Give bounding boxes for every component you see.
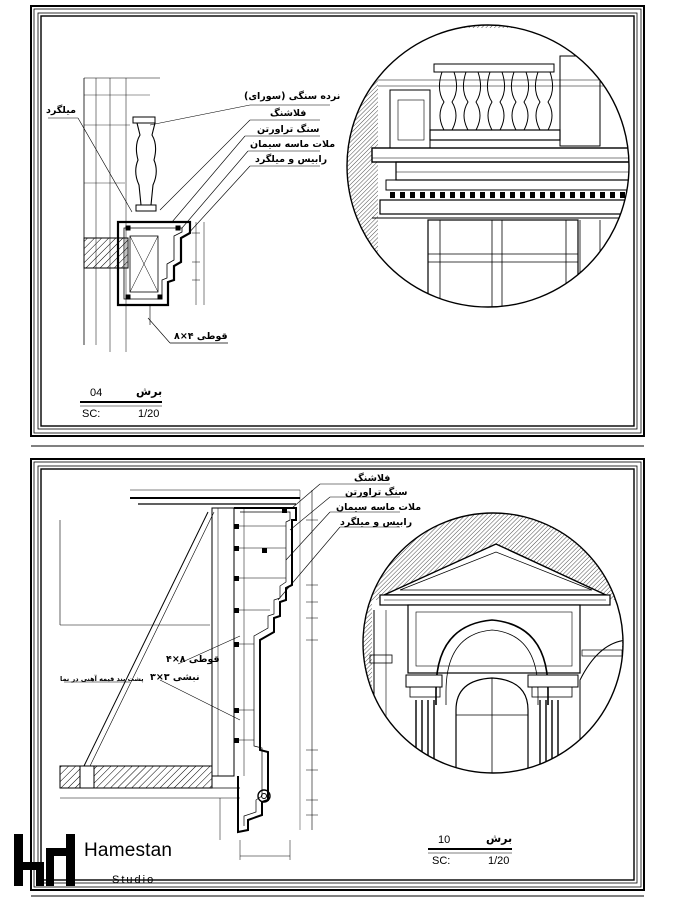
label-falashing-2: فلاشنگ: [354, 473, 391, 484]
sheet1-section: [48, 77, 330, 352]
label-falashing-1: فلاشنگ: [270, 108, 307, 119]
sheet1-circle-view: [346, 24, 630, 308]
logo-name: Hamestan: [84, 840, 173, 861]
label-cement-mortar-2: ملات ماسه سیمان: [336, 502, 422, 513]
label-brace-note: پشت بند قیمه آهنی در نما: [60, 675, 144, 683]
label-cement-mortar-1: ملات ماسه سیمان: [250, 139, 336, 150]
sheet2-section: [59, 483, 400, 860]
sheet2-circle-view: [362, 512, 624, 774]
sheet1-scale-label: SC:: [82, 408, 101, 420]
sheet1-frame: [30, 5, 645, 437]
label-travertine-2: سنگ تراورتن: [345, 487, 408, 498]
sheet2-scale-label: SC:: [432, 855, 451, 867]
label-rebar-1: رابیس و میلگرد: [255, 154, 328, 165]
label-travertine-1: سنگ تراورتن: [257, 124, 320, 135]
label-profile-2: قوطی ۸×۴: [166, 654, 220, 665]
label-rebar-2: رابیس و میلگرد: [340, 517, 413, 528]
sheet1-scale-value: 1/20: [138, 408, 160, 420]
sheet2-title-block: [428, 848, 512, 854]
label-profile-1: قوطی ۴×۸: [174, 331, 228, 342]
sheet2-title: برش: [486, 832, 513, 845]
sheet1-title-block: [80, 401, 162, 407]
sheet2-frame: [30, 458, 645, 891]
label-stone-railing: نرده سنگی (سورای): [244, 91, 341, 102]
sheet2-number: 10: [438, 834, 451, 846]
label-nabshi: نبشی ۳×۳: [150, 672, 200, 683]
sheet1-number: 04: [90, 387, 103, 399]
sheet1-title: برش: [136, 385, 163, 398]
label-milgard: میلگرد: [46, 105, 76, 116]
sheet2-scale-value: 1/20: [488, 855, 510, 867]
hamestan-logo-mark: [14, 834, 75, 886]
logo-sub: Studio: [112, 874, 156, 886]
